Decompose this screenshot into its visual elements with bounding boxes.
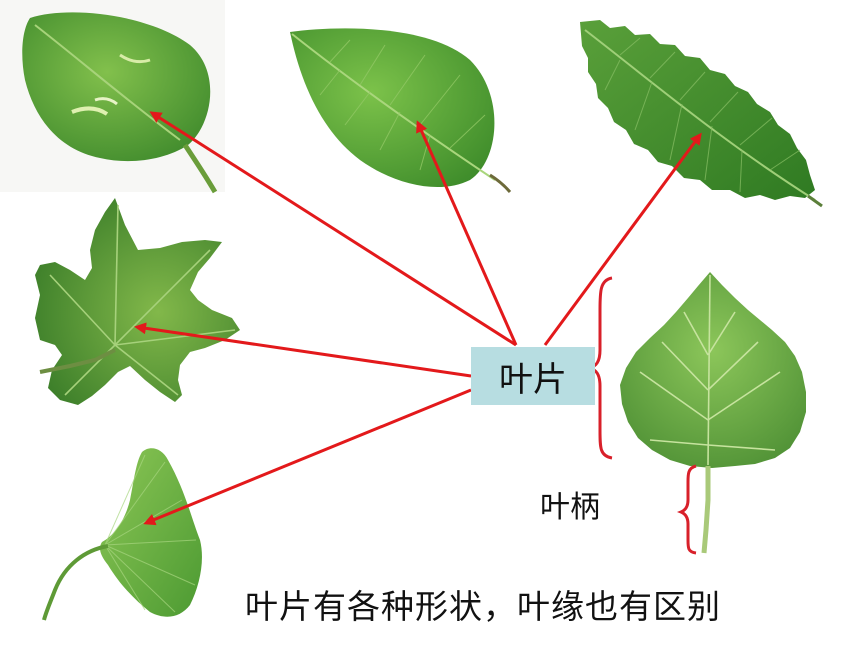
leaf-heart-variegated — [0, 0, 225, 194]
leaf-palmate — [35, 198, 240, 405]
arrow-to-ginkgo-leaf — [143, 388, 472, 526]
leaf-oval — [290, 28, 512, 193]
caption-text: 叶片有各种形状，叶缘也有区别 — [245, 587, 721, 626]
arrows — [134, 111, 702, 526]
petiole-label: 叶柄 — [540, 490, 600, 525]
leaf-ginkgo — [42, 448, 202, 621]
arrow-to-oval-leaf — [416, 120, 518, 346]
leaf-serrated — [580, 20, 823, 208]
leaf-poplar — [618, 265, 818, 565]
arrow-to-heart-leaf — [149, 111, 517, 347]
arrow-to-serrated-leaf — [543, 132, 702, 346]
arrow-to-palmate-leaf — [134, 322, 472, 378]
blade-label: 叶片 — [471, 347, 595, 405]
petiole-brace — [676, 464, 697, 555]
